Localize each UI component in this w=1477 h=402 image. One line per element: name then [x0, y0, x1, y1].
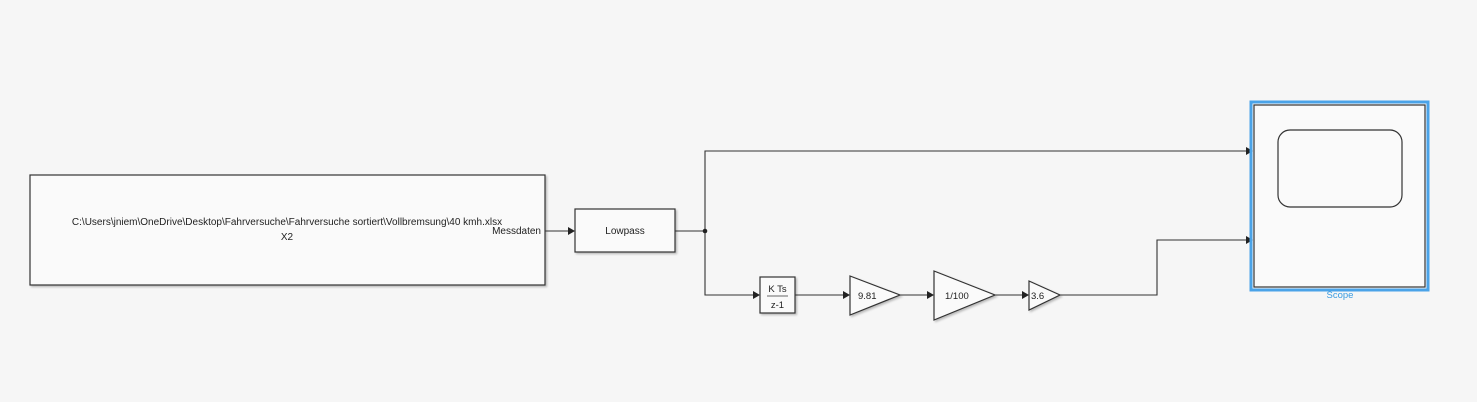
signal-lines[interactable]: [545, 147, 1253, 299]
selection-highlight: [1249, 100, 1430, 292]
lowpass-label: Lowpass: [605, 226, 644, 237]
lowpass-block[interactable]: Lowpass: [574, 208, 676, 253]
sheet-label: X2: [281, 232, 294, 243]
integrator-denominator: z-1: [771, 300, 784, 311]
gain-block-1-100[interactable]: 1/100: [933, 270, 997, 321]
scope-label: Scope: [1327, 290, 1354, 301]
discrete-integrator-block[interactable]: K Ts z-1: [759, 276, 796, 314]
from-spreadsheet-block[interactable]: C:\Users\jniem\OneDrive\Desktop\Fahrvers…: [29, 174, 546, 286]
gain2-value: 1/100: [945, 291, 969, 302]
gain1-value: 9.81: [858, 291, 877, 302]
branch-point: [702, 228, 708, 234]
integrator-numerator: K Ts: [768, 284, 787, 295]
gain3-value: 3.6: [1031, 291, 1044, 302]
file-path-label: C:\Users\jniem\OneDrive\Desktop\Fahrvers…: [72, 217, 502, 228]
scope-block[interactable]: Scope: [1249, 100, 1430, 301]
output-port-label: Messdaten: [492, 226, 541, 237]
gain-block-3-6[interactable]: 3.6: [1028, 280, 1062, 311]
gain-block-9-81[interactable]: 9.81: [849, 275, 902, 316]
scope-screen-icon: [1277, 129, 1403, 208]
